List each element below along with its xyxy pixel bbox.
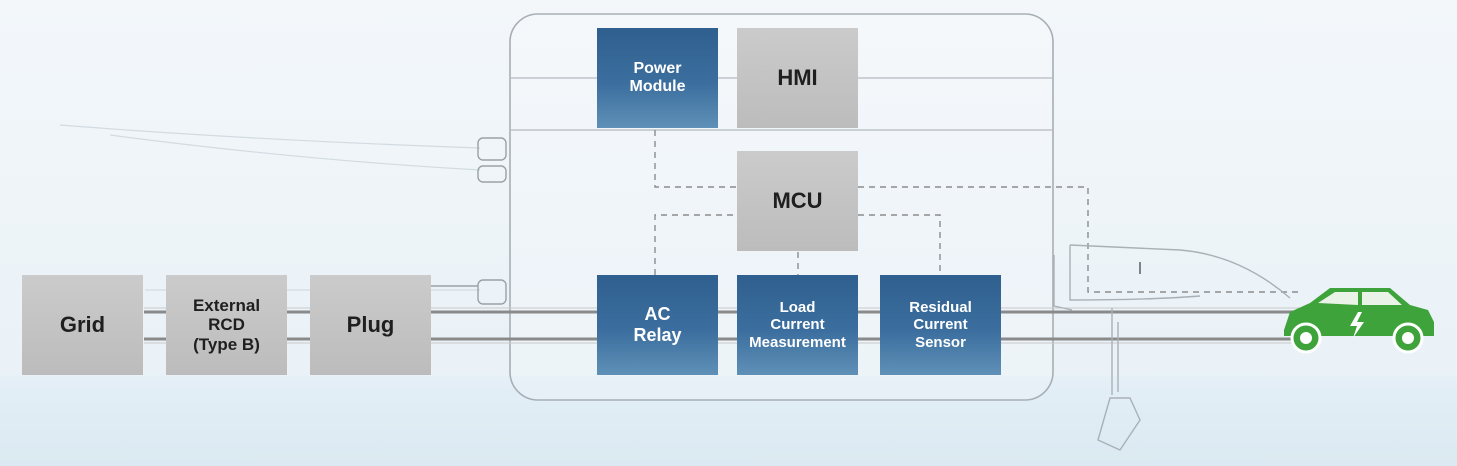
plug-label: Plug (346, 312, 395, 338)
power-module-label: Power Module (629, 59, 686, 95)
electric-car-icon (1284, 288, 1434, 354)
power-plug-icon (430, 137, 507, 305)
mcu-block: MCU (737, 151, 858, 251)
grid-block: Grid (22, 275, 143, 375)
grid-label: Grid (59, 312, 106, 338)
load-current-measurement-label: Load Current Measurement (749, 299, 846, 351)
floor-background (0, 376, 1457, 466)
plug-block: Plug (310, 275, 431, 375)
control-signal-lines (654, 130, 1300, 293)
background-cable-swoosh (59, 124, 481, 291)
mcu-label: MCU (772, 188, 823, 214)
load-current-measurement-block: Load Current Measurement (737, 275, 858, 375)
hmi-label: HMI (777, 65, 818, 91)
power-module-block: Power Module (597, 28, 718, 128)
hmi-block: HMI (737, 28, 858, 128)
residual-current-sensor-block: Residual Current Sensor (880, 275, 1001, 375)
ac-relay-label: AC Relay (633, 304, 682, 345)
external-rcd-label: External RCD (Type B) (192, 295, 261, 354)
ac-relay-block: AC Relay (597, 275, 718, 375)
external-rcd-block: External RCD (Type B) (166, 275, 287, 375)
charging-connector-icon (1053, 244, 1291, 451)
residual-current-sensor-label: Residual Current Sensor (909, 299, 972, 351)
